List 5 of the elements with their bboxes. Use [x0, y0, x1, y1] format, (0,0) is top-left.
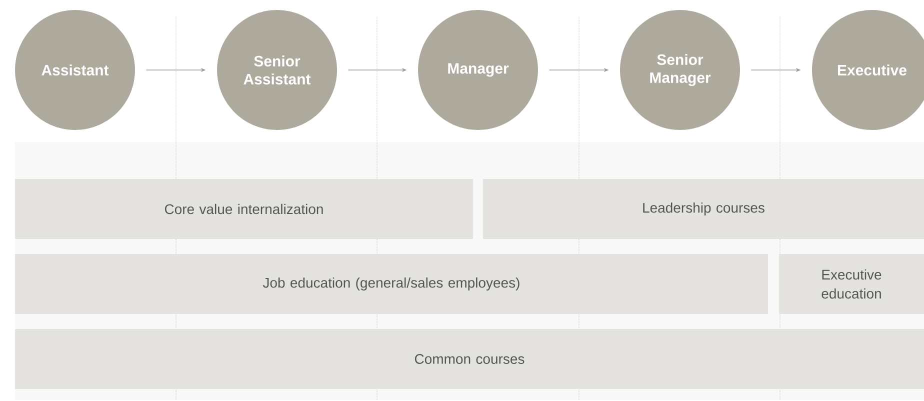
course-bar: Leadership courses — [483, 179, 924, 239]
course-bar: Core value internalization — [15, 179, 473, 239]
course-bar: Executive education — [779, 254, 924, 314]
course-bar: Common courses — [15, 329, 924, 389]
course-bar: Job education (general/sales employees) — [15, 254, 768, 314]
